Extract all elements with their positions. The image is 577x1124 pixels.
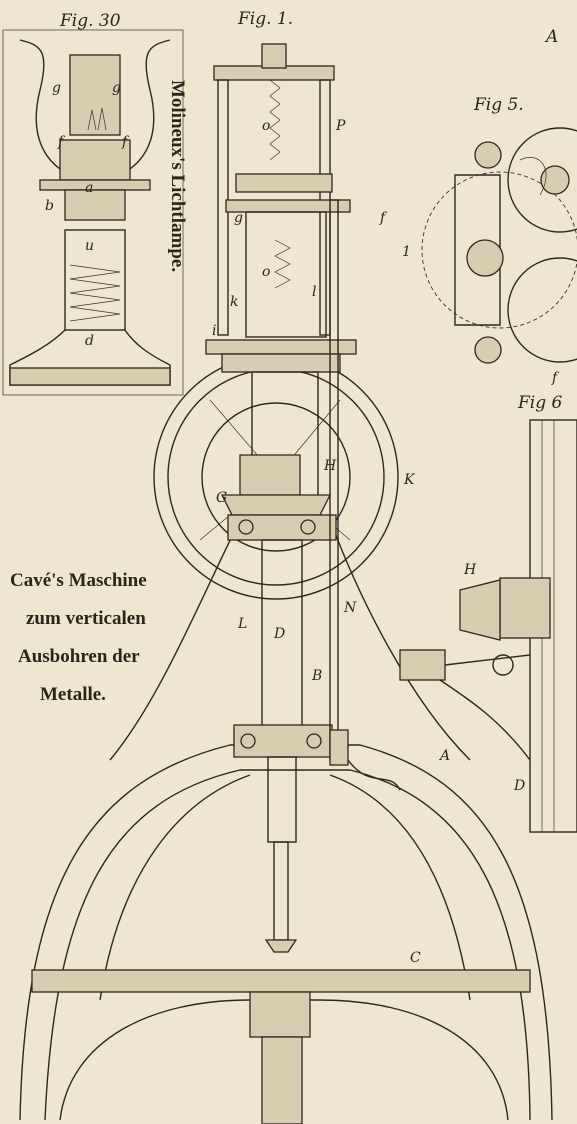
fig1-label: o [262,118,270,134]
fig1-label: N [343,600,357,616]
fig1-label: f [379,210,388,226]
fig30-caption: Fig. 30 [59,11,121,31]
machine-title-line-1: Cavé's Maschine [10,570,147,591]
machine-title-line-4: Metalle. [40,684,106,705]
fig1-label: B [311,668,322,684]
fig1-label: i [212,323,216,339]
fig1-caption: Fig. 1. [237,9,293,29]
machine-title-line-2: zum verticalen [26,608,146,629]
fig5-drawing [421,127,577,364]
lamp-title: Molineux's Lichtlampe. [167,80,188,272]
fig30-label: g [112,80,121,96]
fig1-label: G [216,490,227,506]
fig6-drawing [399,419,577,833]
fig30-label: f [121,134,130,150]
corner-letter: A [544,27,558,47]
fig1-label: k [230,294,238,310]
fig1-label: P [335,118,346,134]
fig30-lamp-drawing [2,29,184,396]
fig5-caption: Fig 5. [473,95,524,115]
fig30-label: a [85,180,93,196]
fig6-label: H [463,562,477,578]
fig5-label: 1 [402,244,411,260]
fig30-label: u [85,238,94,254]
fig1-label: g [234,210,243,226]
fig5-letters: 1 f [402,244,560,386]
fig1-label: o [262,264,270,280]
fig30-label: b [45,198,54,214]
fig1-letters: o P g f o k i l H K G L D N B A C [212,118,450,966]
fig6-letters: H D [463,562,525,794]
fig1-machine-drawing [19,43,553,1124]
fig6-caption: Fig 6 [517,393,563,413]
fig1-label: H [323,458,337,474]
fig30-label: d [85,333,94,349]
fig5-label: f [551,370,560,386]
fig1-label: L [237,616,247,632]
fig1-label: D [273,626,285,642]
machine-title-line-3: Ausbohren der [18,646,140,667]
fig1-label: K [403,472,416,488]
fig30-label: g [52,80,61,96]
fig1-label: C [410,950,421,966]
fig30-label: f [57,134,66,150]
fig1-label: A [438,748,450,764]
fig6-label: D [513,778,525,794]
fig1-label: l [312,284,316,300]
fig30-letters: g g f f a b u d [45,80,130,349]
